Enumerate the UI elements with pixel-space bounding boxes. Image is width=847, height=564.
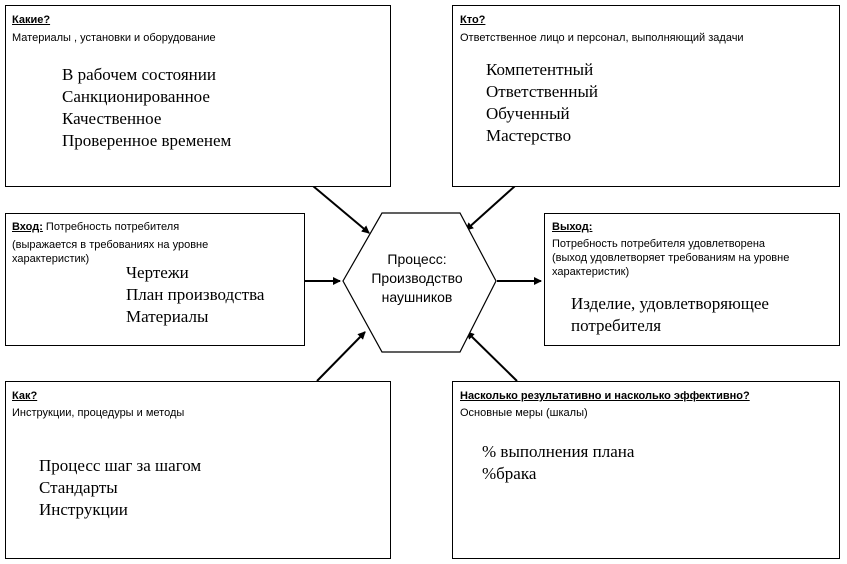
arrow-from-who <box>465 185 516 231</box>
process-hexagon <box>342 212 497 353</box>
output-box-items: Изделие, удовлетворяющее потребителя <box>571 293 769 337</box>
measures-box-subtitle: Основные меры (шкалы) <box>460 407 588 419</box>
what-box-title: Какие? <box>12 14 51 26</box>
what-box-items: В рабочем состоянии Санкционированное Ка… <box>62 64 231 152</box>
measures-box-items: % выполнения плана %брака <box>482 441 634 485</box>
process-label-line-2: Производство <box>371 270 463 286</box>
list-item: Ответственный <box>486 82 598 101</box>
who-box-title: Кто? <box>460 14 486 26</box>
list-item: Проверенное временем <box>62 131 232 150</box>
who-box-items: Компетентный Ответственный Обученный Мас… <box>486 59 598 147</box>
input-box-title: Вход: Потребность потребителя <box>12 221 180 233</box>
process-label: Процесс: Производство наушников <box>342 250 492 307</box>
list-item: Изделие, удовлетворяющее <box>571 294 769 313</box>
list-item: Обученный <box>486 104 570 123</box>
list-item: Качественное <box>62 109 162 128</box>
list-item: Компетентный <box>486 60 594 79</box>
how-box-items: Процесс шаг за шагом Стандарты Инструкци… <box>39 455 201 521</box>
list-item: Стандарты <box>39 478 118 497</box>
list-item: Инструкции <box>39 500 128 519</box>
output-box-subtitle: Потребность потребителя удовлетворена (в… <box>552 238 790 278</box>
input-box: Вход: Потребность потребителя (выражаетс… <box>5 213 305 346</box>
what-box: Какие? Материалы , установки и оборудова… <box>5 5 391 187</box>
list-item: потребителя <box>571 316 662 335</box>
what-box-subtitle: Материалы , установки и оборудование <box>12 32 216 44</box>
list-item: Мастерство <box>486 126 572 145</box>
who-box: Кто? Ответственное лицо и персонал, выпо… <box>452 5 840 187</box>
list-item: Процесс шаг за шагом <box>39 456 202 475</box>
list-item: Чертежи <box>126 263 189 282</box>
input-box-subtitle: (выражается в требованиях на уровне хара… <box>12 239 209 265</box>
measures-box: Насколько результативно и насколько эффе… <box>452 381 840 559</box>
how-box-subtitle: Инструкции, процедуры и методы <box>12 407 185 419</box>
measures-box-title: Насколько результативно и насколько эффе… <box>460 390 750 402</box>
arrow-from-how <box>316 331 366 382</box>
list-item: В рабочем состоянии <box>62 65 216 84</box>
list-item: %брака <box>482 464 537 483</box>
input-box-items: Чертежи План производства Материалы <box>126 262 264 328</box>
how-box: Как? Инструкции, процедуры и методы Проц… <box>5 381 391 559</box>
list-item: План производства <box>126 285 265 304</box>
list-item: % выполнения плана <box>482 442 635 461</box>
process-label-line-3: наушников <box>381 289 453 305</box>
output-box: Выход: Потребность потребителя удовлетво… <box>544 213 840 346</box>
process-label-line-1: Процесс: <box>387 251 447 267</box>
output-box-title: Выход: <box>552 221 593 233</box>
arrow-from-what <box>312 185 370 234</box>
list-item: Санкционированное <box>62 87 210 106</box>
list-item: Материалы <box>126 307 209 326</box>
arrow-from-measures <box>466 331 518 382</box>
how-box-title: Как? <box>12 390 38 402</box>
who-box-subtitle: Ответственное лицо и персонал, выполняющ… <box>460 32 744 44</box>
